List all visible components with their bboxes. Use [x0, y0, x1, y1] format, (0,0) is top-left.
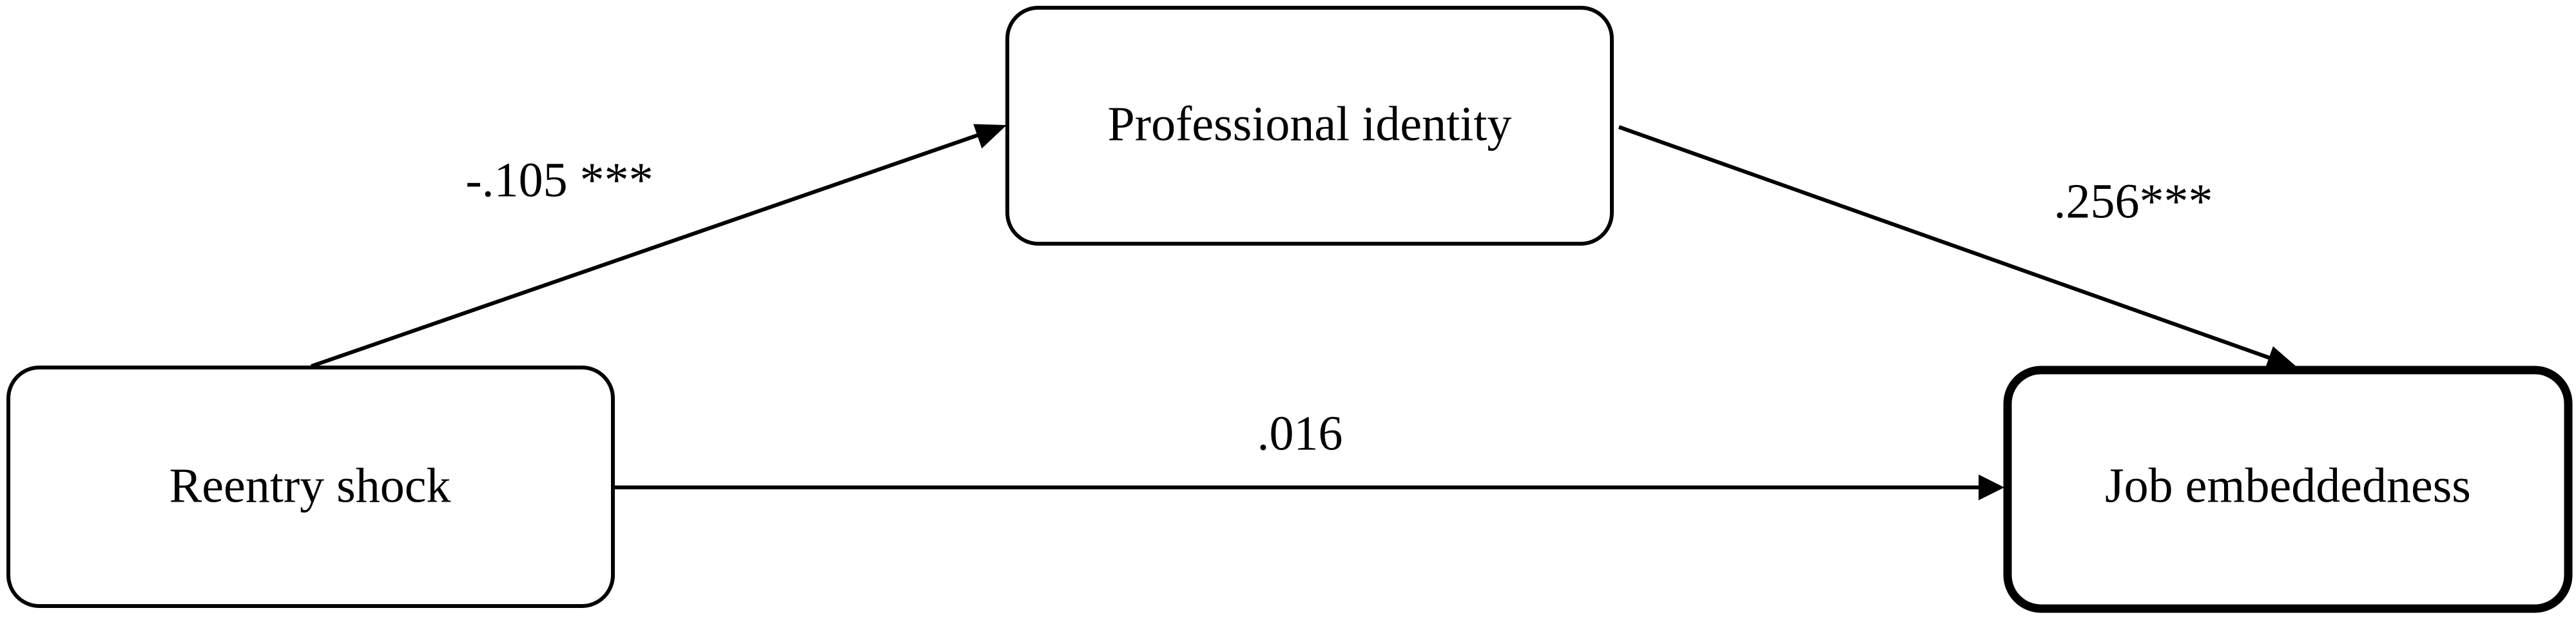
node-reentry-shock: Reentry shock: [6, 366, 615, 608]
node-label-professional-identity: Professional identity: [1108, 97, 1512, 151]
arrow-line-reentry-to-identity: [311, 132, 982, 368]
path-reentry-to-embeddedness: [614, 475, 2004, 500]
node-box-reentry-shock: [6, 366, 615, 608]
node-job-embeddedness: Job embeddedness: [2003, 366, 2573, 613]
arrowhead-reentry-to-embeddedness: [1979, 475, 2004, 500]
arrow-line-identity-to-embeddedness: [1618, 125, 2274, 361]
node-professional-identity: Professional identity: [1005, 6, 1614, 246]
path-reentry-to-identity: [311, 124, 1007, 368]
node-label-reentry-shock: Reentry shock: [169, 458, 451, 513]
coefficient-reentry-to-identity: -.105 ***: [465, 153, 653, 207]
node-label-job-embeddedness: Job embeddedness: [2105, 458, 2471, 513]
node-box-job-embeddedness: [2003, 366, 2573, 613]
arrowhead-identity-to-embeddedness: [2264, 346, 2298, 371]
arrowhead-reentry-to-identity: [973, 124, 1007, 149]
node-box-professional-identity: [1005, 6, 1614, 246]
path-identity-to-embeddedness: [1618, 125, 2298, 371]
coefficient-reentry-to-embeddedness: .016: [1257, 406, 1343, 460]
coefficient-identity-to-embeddedness: .256***: [2054, 174, 2213, 228]
